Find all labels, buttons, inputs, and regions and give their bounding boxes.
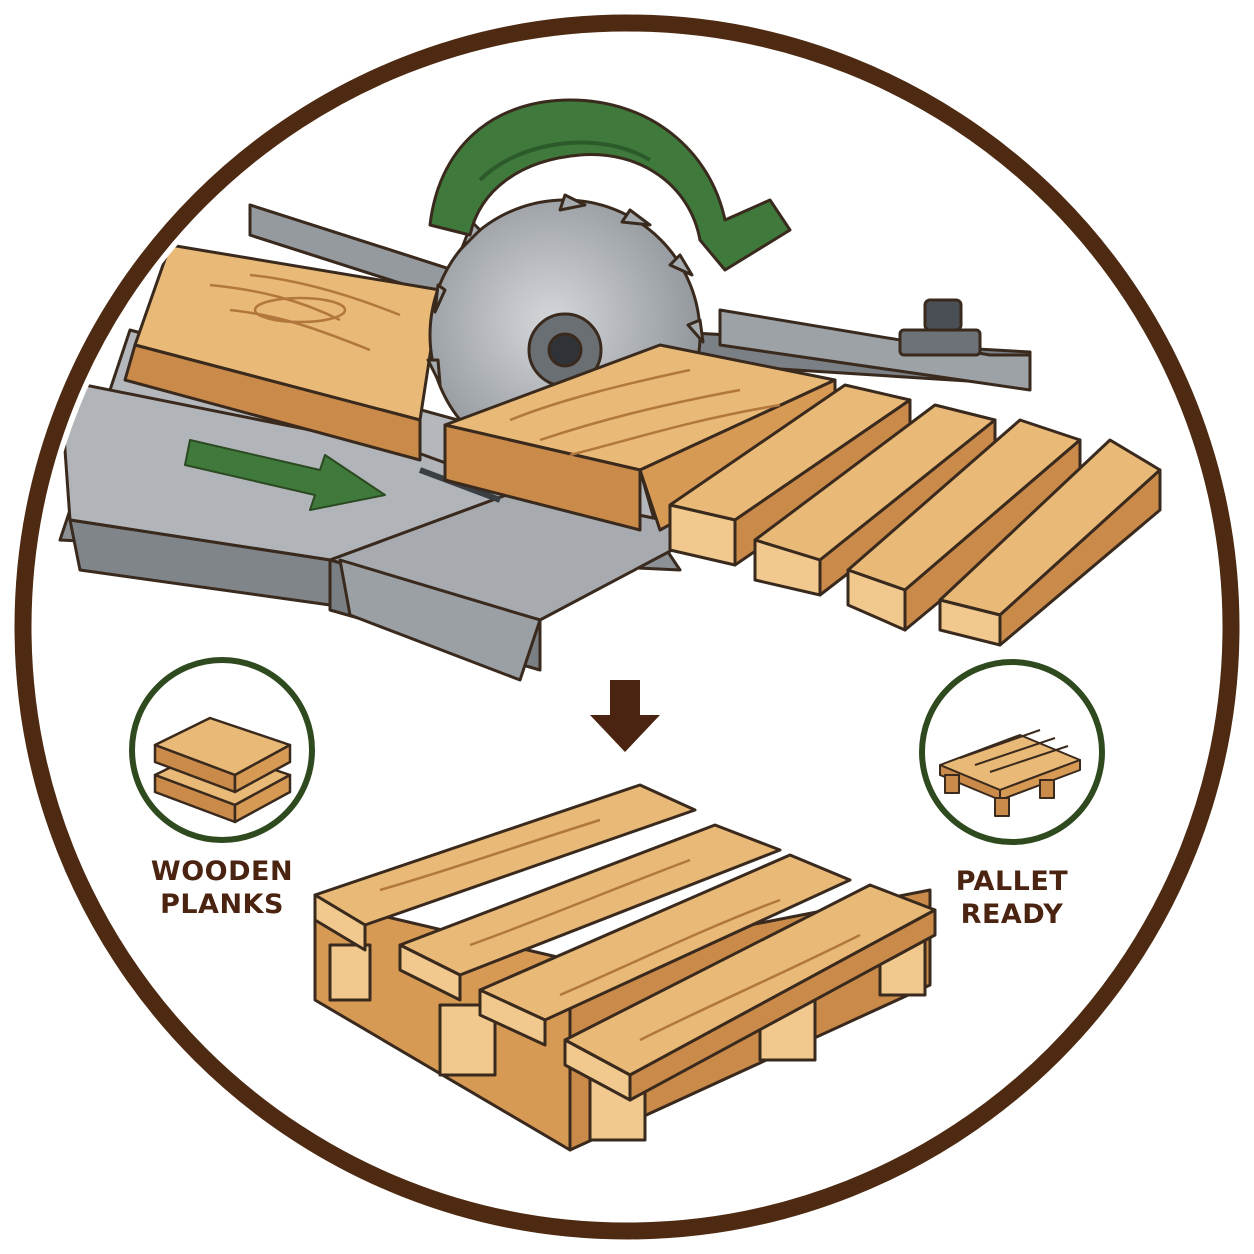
- deck-board: [478, 853, 852, 1047]
- long-board: [123, 243, 442, 462]
- assembled-pallet: [313, 783, 937, 1152]
- pallet-badge: [919, 659, 1105, 845]
- planks-badge: [129, 657, 315, 843]
- cut-sticks: [668, 383, 1162, 647]
- pallet-label-line2: READY: [961, 899, 1064, 930]
- arrow-down-icon: [590, 680, 660, 752]
- planks-label-line1: WOODEN: [151, 856, 293, 887]
- blade-guard: [428, 98, 792, 272]
- pallet-label-line1: PALLET: [956, 866, 1069, 897]
- stick: [938, 438, 1162, 647]
- stick: [846, 418, 1082, 632]
- deck-board: [563, 883, 937, 1102]
- arrow-right-icon: [184, 439, 386, 511]
- stacked-planks-icon: [153, 716, 292, 824]
- pallet-icon: [939, 729, 1081, 817]
- planks-label-line2: PLANKS: [160, 889, 284, 920]
